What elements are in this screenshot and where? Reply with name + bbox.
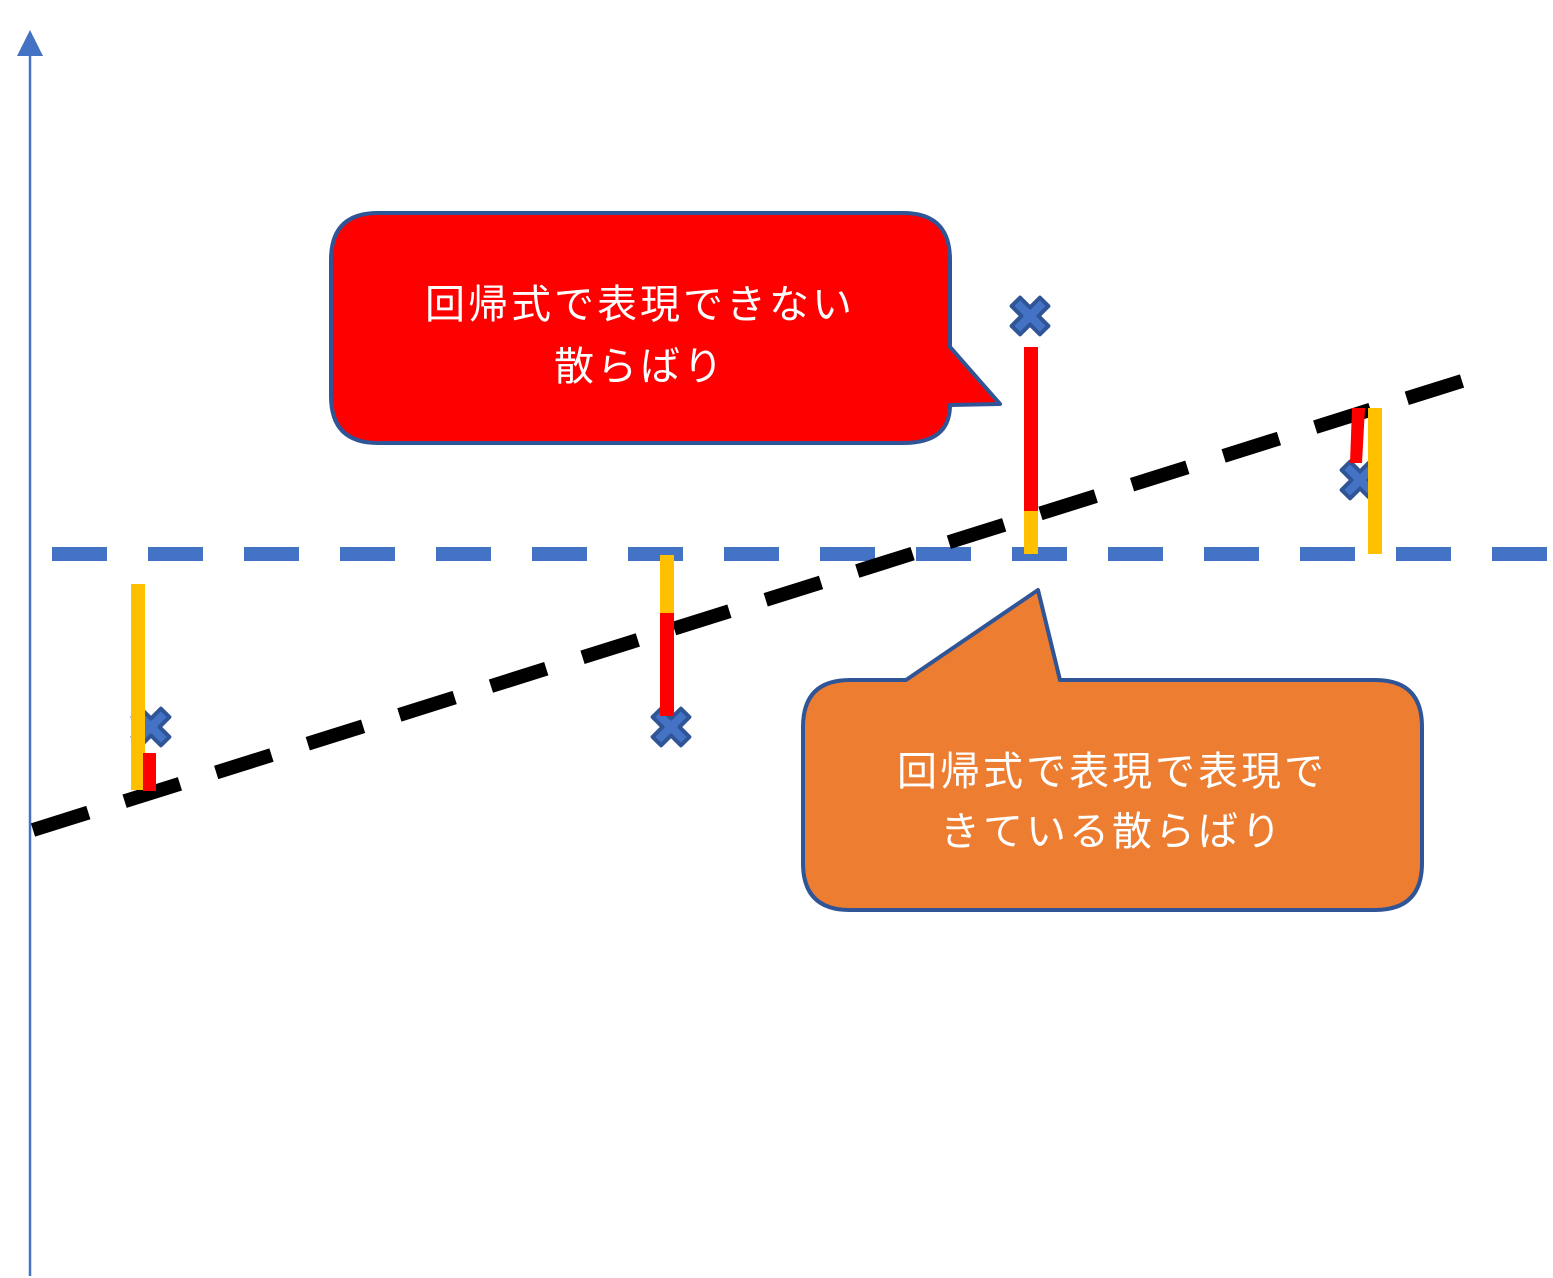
data-point-marker-icon	[1009, 295, 1051, 337]
callout-unexplained-line-1: 回帰式で表現できない	[425, 282, 855, 328]
regression-line	[30, 374, 1465, 837]
unexplained-deviation-bar	[143, 753, 156, 791]
data-point-group	[1339, 408, 1382, 554]
callout-unexplained: 回帰式で表現できない 散らばり	[329, 211, 1002, 445]
data-point-group	[650, 555, 692, 748]
callout-explained-shape	[801, 588, 1424, 912]
callout-explained: 回帰式で表現で表現で きている散らばり	[801, 588, 1424, 912]
explained-deviation-bar	[660, 555, 674, 615]
callout-explained-line-1: 回帰式で表現で表現で	[897, 749, 1327, 795]
unexplained-deviation-bar	[1350, 408, 1365, 463]
y-axis	[17, 30, 43, 1276]
data-point-group	[130, 584, 172, 791]
callout-unexplained-shape	[329, 211, 1002, 445]
explained-deviation-bar	[1024, 511, 1038, 554]
unexplained-deviation-bar	[660, 613, 674, 716]
unexplained-deviation-bar	[1024, 347, 1038, 513]
y-axis-arrow-icon	[17, 30, 43, 56]
data-point-group	[1009, 295, 1051, 554]
explained-deviation-bar	[1368, 408, 1382, 554]
explained-deviation-bar	[131, 584, 145, 790]
callout-explained-line-2: きている散らばり	[940, 809, 1284, 855]
callout-unexplained-line-2: 散らばり	[554, 344, 726, 390]
